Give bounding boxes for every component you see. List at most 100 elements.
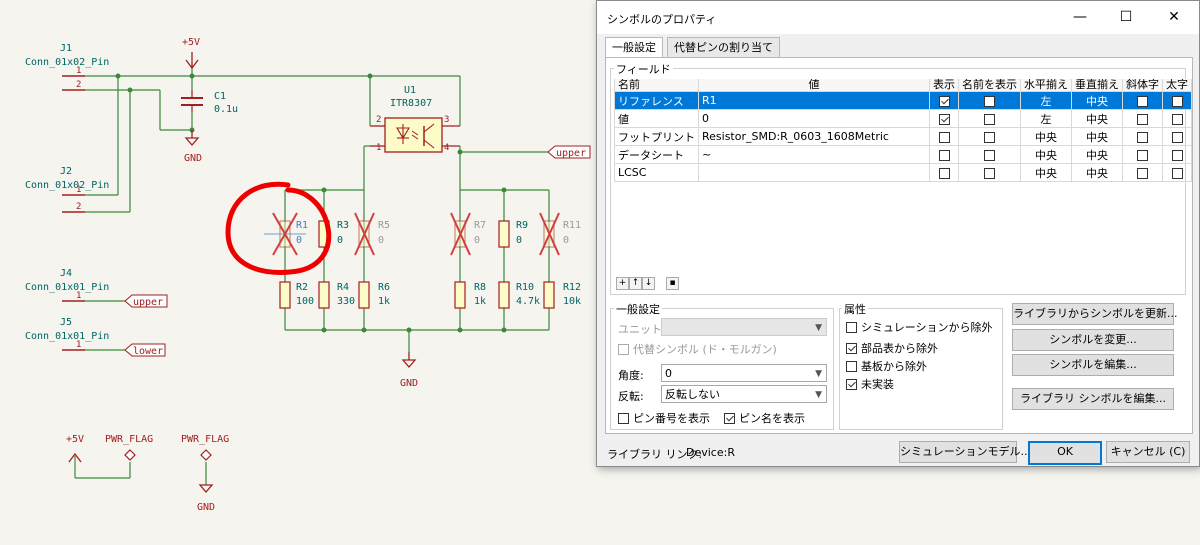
ok-button[interactable]: OK — [1028, 441, 1102, 465]
col-show-name[interactable]: 名前を表示 — [958, 79, 1021, 92]
maximize-button[interactable]: ☐ — [1119, 9, 1133, 25]
show-checkbox[interactable] — [938, 131, 950, 143]
field-value[interactable]: 0 — [698, 109, 930, 128]
exclude-sim-checkbox[interactable] — [846, 321, 857, 333]
table-row[interactable]: リファレンス R1 左 中央 — [614, 91, 1192, 110]
gnd-main[interactable]: GND — [400, 352, 418, 389]
gnd-bottom[interactable]: GND — [197, 484, 215, 513]
bold-checkbox[interactable] — [1171, 167, 1183, 179]
minimize-button[interactable]: — — [1073, 9, 1087, 25]
show-checkbox[interactable] — [938, 113, 950, 125]
bold-checkbox[interactable] — [1171, 95, 1183, 107]
dnp-row[interactable]: 未実装 — [846, 376, 894, 392]
cancel-button[interactable]: キャンセル (C) — [1106, 441, 1190, 463]
resistor-r7[interactable]: R7 0 — [450, 212, 486, 256]
move-down-icon[interactable]: ↓ — [642, 277, 655, 290]
flip-select[interactable]: 反転しない▼ — [661, 385, 827, 403]
pwr-flag-2[interactable]: PWR_FLAG — [181, 434, 229, 461]
field-value[interactable]: Resistor_SMD:R_0603_1608Metric — [698, 127, 930, 146]
connector-j5[interactable]: J5 Conn_01x01_Pin 1 lower — [25, 317, 166, 357]
col-italic[interactable]: 斜体字 — [1122, 79, 1163, 92]
v-align-cell[interactable]: 中央 — [1071, 163, 1123, 182]
connector-j2[interactable]: J2 Conn_01x02_Pin 1 2 — [25, 166, 109, 213]
power-5v-bottom[interactable]: +5V — [66, 434, 84, 463]
col-value[interactable]: 値 — [698, 79, 930, 92]
alt-symbol-checkbox[interactable] — [618, 343, 629, 355]
field-value[interactable]: ~ — [698, 145, 930, 164]
show-name-checkbox[interactable] — [984, 95, 995, 107]
italic-checkbox[interactable] — [1137, 113, 1148, 125]
global-label-upper[interactable]: upper — [547, 145, 591, 159]
show-checkbox[interactable] — [938, 149, 950, 161]
simulation-model-button[interactable]: シミュレーションモデル... — [899, 441, 1031, 463]
resistor-r9[interactable]: R9 0 — [498, 220, 528, 248]
resistor-r4[interactable]: R4 330 — [318, 281, 355, 309]
angle-select[interactable]: 0▼ — [661, 364, 827, 382]
table-row[interactable]: 値 0 左 中央 — [614, 109, 1192, 128]
connector-j1[interactable]: J1 Conn_01x02_Pin 1 2 — [25, 43, 109, 91]
add-field-icon[interactable]: + — [616, 277, 629, 290]
field-value[interactable]: R1 — [698, 91, 930, 110]
col-h-align[interactable]: 水平揃え — [1020, 79, 1072, 92]
connector-j4[interactable]: J4 Conn_01x01_Pin 1 upper — [25, 268, 168, 308]
v-align-cell[interactable]: 中央 — [1071, 109, 1123, 128]
exclude-bom-checkbox[interactable] — [846, 342, 857, 354]
change-symbol-button[interactable]: シンボルを変更... — [1012, 329, 1174, 351]
capacitor-c1[interactable]: C1 0.1u — [181, 90, 238, 115]
exclude-board-checkbox[interactable] — [846, 360, 857, 372]
h-align-cell[interactable]: 中央 — [1020, 163, 1072, 182]
italic-checkbox[interactable] — [1137, 95, 1148, 107]
show-name-checkbox[interactable] — [984, 167, 995, 179]
move-up-icon[interactable]: ↑ — [629, 277, 642, 290]
v-align-cell[interactable]: 中央 — [1071, 145, 1123, 164]
exclude-board-row[interactable]: 基板から除外 — [846, 358, 927, 374]
show-name-checkbox[interactable] — [984, 113, 995, 125]
resistor-r5[interactable]: R5 0 — [354, 212, 390, 256]
italic-checkbox[interactable] — [1137, 167, 1148, 179]
h-align-cell[interactable]: 左 — [1020, 109, 1072, 128]
show-pin-numbers-checkbox[interactable] — [618, 412, 629, 424]
col-bold[interactable]: 太字 — [1162, 79, 1192, 92]
resistor-r10[interactable]: R10 4.7k — [498, 281, 540, 309]
fields-grid[interactable]: 名前 値 表示 名前を表示 水平揃え 垂直揃え 斜体字 太字 リファレンス R1… — [614, 79, 1192, 182]
tab-alt-pins[interactable]: 代替ピンの割り当て — [667, 37, 780, 58]
bold-checkbox[interactable] — [1171, 149, 1183, 161]
show-name-checkbox[interactable] — [984, 131, 995, 143]
col-v-align[interactable]: 垂直揃え — [1071, 79, 1123, 92]
h-align-cell[interactable]: 中央 — [1020, 127, 1072, 146]
show-name-checkbox[interactable] — [984, 149, 995, 161]
title-bar[interactable]: シンボルのプロパティ — ☐ ✕ — [597, 1, 1199, 34]
power-5v-top[interactable]: +5V — [182, 37, 200, 70]
exclude-sim-row[interactable]: シミュレーションから除外 — [846, 319, 993, 335]
show-pin-names-checkbox[interactable] — [724, 412, 735, 424]
show-pin-names-row[interactable]: ピン名を表示 — [724, 410, 805, 426]
h-align-cell[interactable]: 中央 — [1020, 145, 1072, 164]
italic-checkbox[interactable] — [1137, 131, 1148, 143]
resistor-r12[interactable]: R12 10k — [543, 281, 581, 309]
col-show[interactable]: 表示 — [929, 79, 959, 92]
resistor-r2[interactable]: R2 100 — [279, 281, 314, 309]
trash-icon[interactable]: ▪ — [666, 277, 679, 290]
close-button[interactable]: ✕ — [1168, 9, 1180, 25]
edit-symbol-button[interactable]: シンボルを編集... — [1012, 354, 1174, 376]
table-row[interactable]: フットプリント Resistor_SMD:R_0603_1608Metric 中… — [614, 127, 1192, 146]
bold-checkbox[interactable] — [1171, 113, 1183, 125]
bold-checkbox[interactable] — [1171, 131, 1183, 143]
sensor-u1[interactable]: U1 ITR8307 2 3 1 4 — [363, 85, 461, 153]
resistor-r3[interactable]: R3 0 — [318, 220, 349, 248]
table-row[interactable]: LCSC 中央 中央 — [614, 163, 1192, 182]
show-checkbox[interactable] — [938, 167, 950, 179]
show-checkbox[interactable] — [938, 95, 950, 107]
v-align-cell[interactable]: 中央 — [1071, 127, 1123, 146]
exclude-bom-row[interactable]: 部品表から除外 — [846, 340, 938, 356]
field-value[interactable] — [698, 163, 930, 182]
italic-checkbox[interactable] — [1137, 149, 1148, 161]
resistor-r6[interactable]: R6 1k — [358, 281, 390, 309]
edit-library-symbol-button[interactable]: ライブラリ シンボルを編集... — [1012, 388, 1174, 410]
resistor-r11[interactable]: R11 0 — [539, 212, 581, 256]
dnp-checkbox[interactable] — [846, 378, 857, 390]
resistor-r1[interactable]: R1 0 — [264, 212, 308, 256]
table-row[interactable]: データシート ~ 中央 中央 — [614, 145, 1192, 164]
show-pin-numbers-row[interactable]: ピン番号を表示 — [618, 410, 710, 426]
